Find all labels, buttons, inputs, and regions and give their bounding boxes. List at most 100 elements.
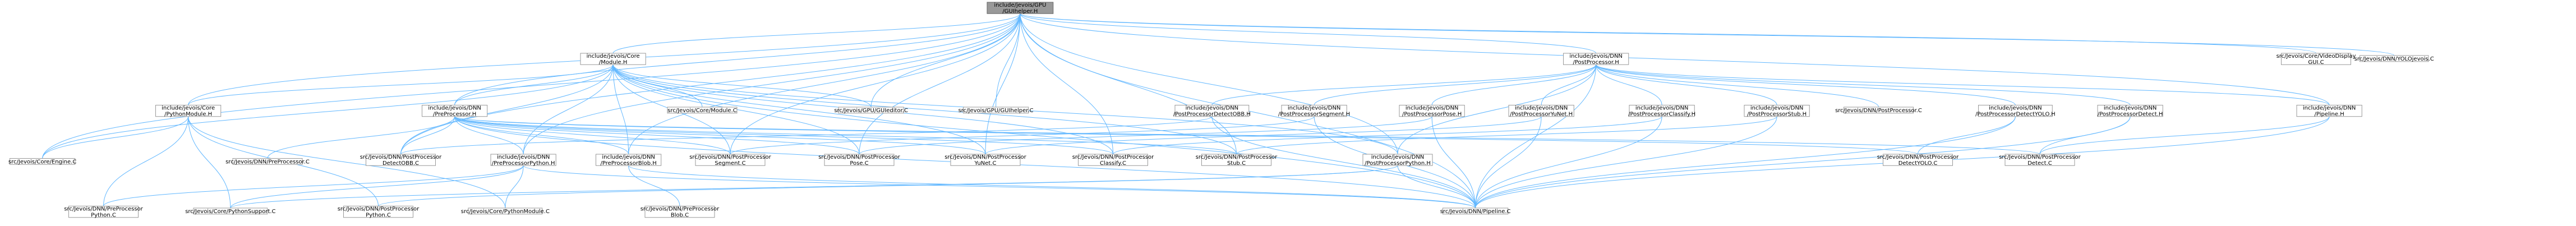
node-box bbox=[667, 107, 738, 114]
node-coremodule[interactable]: include/jevois/Core/Module.H bbox=[580, 53, 646, 66]
node-ppstubc[interactable]: src/Jevois/DNN/PostProcessorStub.C bbox=[1196, 154, 1278, 167]
include-edge bbox=[628, 165, 680, 206]
node-label: src/Jevois/DNN/PostProcessor bbox=[360, 154, 442, 160]
node-yolojevois[interactable]: src/Jevois/DNN/YOLOjevois.C bbox=[2354, 55, 2434, 62]
node-ppstub[interactable]: include/jevois/DNN/PostProcessorStub.H bbox=[1744, 105, 1810, 118]
node-pppythonh[interactable]: include/jevois/DNN/PostProcessorPython.H bbox=[1362, 154, 1433, 167]
node-label: src/Jevois/DNN/PostProcessor bbox=[944, 154, 1026, 160]
node-pymodule[interactable]: include/jevois/Core/PythonModule.H bbox=[155, 105, 222, 118]
include-edge bbox=[1475, 116, 1542, 209]
node-ppdetectyolo[interactable]: include/jevois/DNN/PostProcessorDetectYO… bbox=[1975, 105, 2056, 118]
node-coremodulec[interactable]: src/Jevois/Core/Module.C bbox=[667, 107, 738, 114]
node-ppclassifyc[interactable]: src/Jevois/DNN/PostProcessorClassify.C bbox=[1072, 154, 1154, 167]
node-label: include/jevois/DNN bbox=[1186, 105, 1239, 112]
node-guihelper[interactable]: src/Jevois/GPU/GUIhelper.C bbox=[958, 107, 1034, 114]
node-label: src/Jevois/DNN/PostProcessor bbox=[1196, 154, 1278, 160]
node-dnnpp[interactable]: include/jevois/DNN/PostProcessor.H bbox=[1563, 53, 1629, 66]
include-edge bbox=[454, 13, 1021, 105]
node-pppython[interactable]: include/jevois/DNN/PreProcessorPython.H bbox=[490, 154, 556, 167]
node-root[interactable]: include/jevois/GPU/GUIhelper.H bbox=[987, 2, 1054, 15]
node-label: Blob.C bbox=[671, 213, 689, 219]
node-label: /GUIhelper.H bbox=[1002, 8, 1038, 15]
node-ppdetectyoloc[interactable]: src/Jevois/DNN/PostProcessorDetectYOLO.C bbox=[1877, 154, 1959, 167]
include-edge bbox=[1918, 116, 2016, 155]
node-box bbox=[68, 206, 139, 218]
node-pysupport[interactable]: src/Jevois/Core/PythonSupport.C bbox=[185, 207, 276, 215]
node-ppdetectobbc[interactable]: src/Jevois/DNN/PostProcessorDetectOBB.C bbox=[360, 154, 442, 167]
node-label: /PreProcessor.H bbox=[433, 112, 476, 118]
node-box bbox=[596, 154, 662, 166]
node-label: include/jevois/DNN bbox=[1405, 105, 1459, 112]
node-label: src/Jevois/DNN/PreProcessor bbox=[64, 206, 143, 213]
include-edge bbox=[523, 165, 1476, 209]
node-preblob[interactable]: include/jevois/DNN/PreProcessorBlob.H bbox=[596, 154, 662, 167]
node-ppyunetc[interactable]: src/Jevois/DNN/PostProcessorYuNet.C bbox=[944, 154, 1027, 167]
include-edge bbox=[42, 116, 189, 159]
node-ppc[interactable]: src/Jevois/DNN/PostProcessor.C bbox=[1835, 107, 1922, 114]
include-edge bbox=[1596, 64, 2016, 105]
node-coreengine[interactable]: src/Jevois/Core/Engine.C bbox=[8, 158, 76, 165]
include-edge bbox=[188, 64, 614, 105]
node-box bbox=[343, 206, 413, 218]
include-edge bbox=[454, 116, 860, 155]
node-label: src/Jevois/Core/PythonModule.C bbox=[461, 209, 550, 215]
node-box bbox=[1844, 107, 1914, 114]
node-label: /PostProcessor.H bbox=[1573, 59, 1619, 66]
node-box bbox=[644, 206, 715, 218]
node-label: src/Jevois/Core/VideoDisplay bbox=[2277, 53, 2356, 59]
include-edge bbox=[230, 165, 524, 209]
include-edge bbox=[1475, 116, 1662, 209]
include-edge bbox=[730, 116, 1315, 155]
node-prepro[interactable]: include/jevois/DNN/PreProcessor.H bbox=[422, 105, 488, 118]
node-label: /PostProcessorDetectOBB.H bbox=[1173, 112, 1251, 118]
node-box bbox=[1201, 154, 1271, 166]
include-edge bbox=[1020, 13, 1597, 54]
node-pipelinec[interactable]: src/Jevois/DNN/Pipeline.C bbox=[1440, 207, 1511, 215]
include-edge bbox=[612, 64, 703, 108]
include-edge bbox=[454, 116, 1237, 155]
node-label: src/Jevois/DNN/PostProcessor.C bbox=[1835, 108, 1922, 114]
node-label: Segment.C bbox=[715, 160, 745, 167]
include-edge bbox=[188, 116, 506, 209]
node-pymodulec[interactable]: src/Jevois/Core/PythonModule.C bbox=[461, 207, 550, 215]
node-ppdetectc[interactable]: src/Jevois/DNN/PostProcessorDetect.C bbox=[1999, 154, 2081, 167]
node-pipelineh[interactable]: include/jevois/DNN/Pipeline.H bbox=[2296, 105, 2362, 118]
node-box bbox=[695, 154, 766, 166]
node-ppdetectobb[interactable]: include/jevois/DNN/PostProcessorDetectOB… bbox=[1173, 105, 1251, 118]
node-ppsegmentc[interactable]: src/Jevois/DNN/PostProcessorSegment.C bbox=[689, 154, 772, 167]
include-edge bbox=[985, 13, 1021, 155]
node-label: src/Jevois/DNN/PostProcessor bbox=[1072, 154, 1154, 160]
node-box bbox=[1508, 105, 1574, 117]
node-box bbox=[1744, 105, 1810, 117]
node-prepythonc[interactable]: src/Jevois/DNN/PreProcessorPython.C bbox=[64, 206, 144, 219]
node-box bbox=[1443, 207, 1509, 215]
node-box bbox=[422, 105, 488, 117]
node-guieditor[interactable]: src/Jevois/GPU/GUIeditor.C bbox=[834, 107, 908, 114]
node-box bbox=[468, 207, 543, 215]
node-label: /PostProcessorYuNet.H bbox=[1510, 112, 1573, 118]
node-ppclassify[interactable]: include/jevois/DNN/PostProcessorClassify… bbox=[1628, 105, 1695, 118]
node-preprocc[interactable]: src/Jevois/DNN/PreProcessor.C bbox=[225, 158, 310, 165]
node-box bbox=[824, 154, 895, 166]
node-postpythonc[interactable]: src/Jevois/DNN/PostProcessorPython.C bbox=[338, 206, 420, 219]
node-box bbox=[1883, 154, 1953, 166]
node-preblobc[interactable]: src/Jevois/DNN/PreProcessorBlob.C bbox=[640, 206, 720, 219]
node-label: GUI.C bbox=[2308, 59, 2324, 66]
include-edge bbox=[1314, 64, 1597, 105]
node-box bbox=[232, 158, 303, 165]
node-label: Classify.C bbox=[1100, 160, 1126, 167]
node-label: /PostProcessorSegment.H bbox=[1278, 112, 1350, 118]
node-box bbox=[1978, 105, 2053, 117]
node-label: /Module.H bbox=[599, 59, 627, 66]
node-ppsegment[interactable]: include/jevois/DNN/PostProcessorSegment.… bbox=[1278, 105, 1350, 118]
node-box bbox=[2004, 154, 2075, 166]
include-edge bbox=[103, 116, 189, 206]
include-edge bbox=[1596, 64, 2330, 105]
node-pppose[interactable]: include/jevois/DNN/PostProcessorPose.H bbox=[1399, 105, 1465, 118]
node-box bbox=[366, 154, 436, 166]
node-ppposec[interactable]: src/Jevois/DNN/PostProcessorPose.C bbox=[818, 154, 901, 167]
include-edge bbox=[1596, 64, 2131, 105]
node-ppdetect[interactable]: include/jevois/DNN/PostProcessorDetect.H bbox=[2097, 105, 2163, 118]
node-ppyunet[interactable]: include/jevois/DNN/PostProcessorYuNet.H bbox=[1508, 105, 1574, 118]
